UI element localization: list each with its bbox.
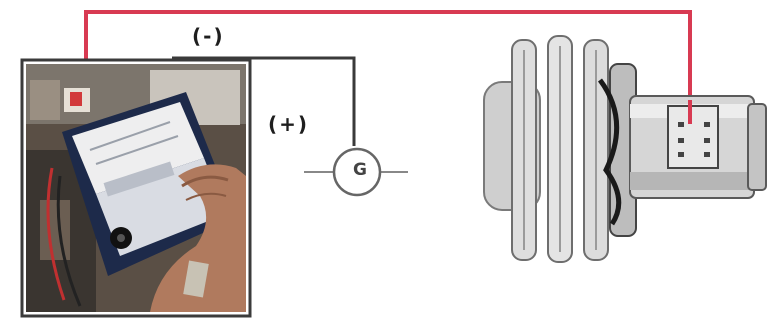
multimeter-photo [22, 60, 250, 316]
compressor-illustration [484, 36, 766, 262]
negative-terminal-label: (-) [192, 24, 225, 48]
positive-terminal-label: (+) [268, 112, 309, 136]
galvanometer-label: G [345, 160, 375, 180]
